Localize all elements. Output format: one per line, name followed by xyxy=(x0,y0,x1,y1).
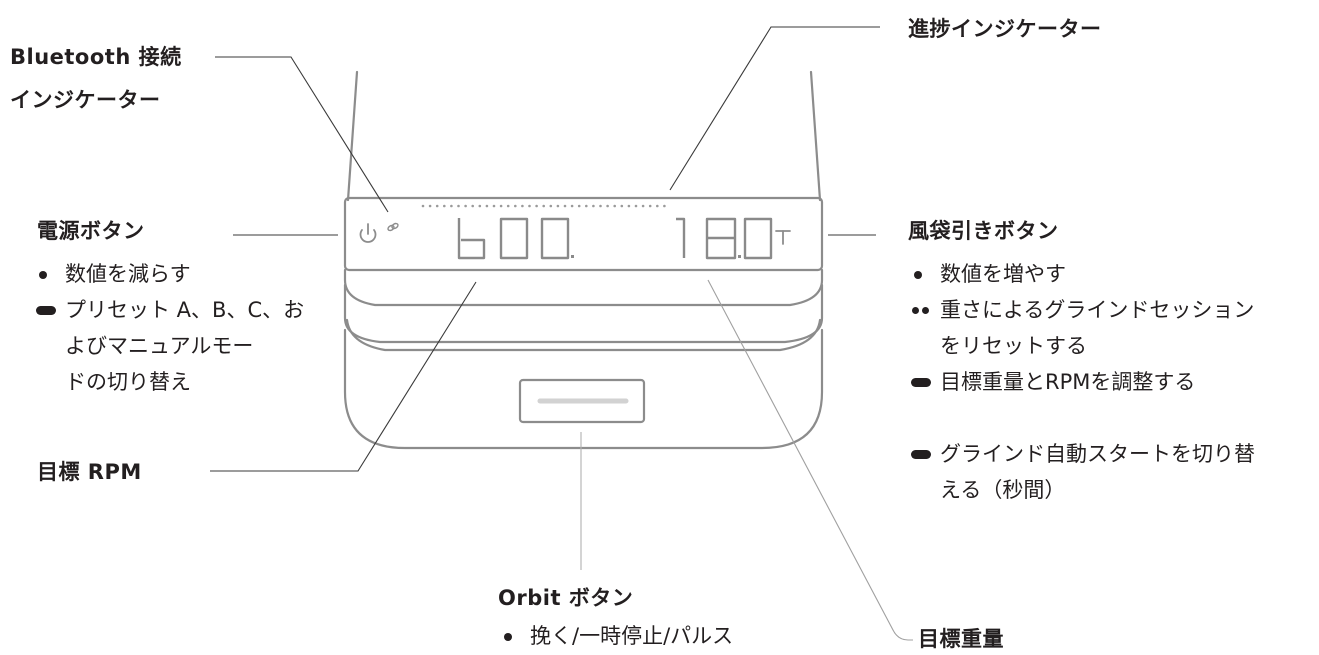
function-list-item: 数値を増やす xyxy=(910,256,1290,292)
rpm-readout xyxy=(457,217,574,260)
progress-dot xyxy=(634,204,638,208)
progress-dot xyxy=(627,204,631,208)
progress-dot xyxy=(641,204,645,208)
progress-dot xyxy=(485,204,489,208)
orbit-button-functions: 挽く/一時停止/パルス xyxy=(500,618,820,654)
function-text-line: をリセットする xyxy=(940,334,1087,358)
bluetooth-link-icon xyxy=(387,222,399,232)
progress-dot xyxy=(585,204,588,208)
hopper-right-edge xyxy=(809,70,822,202)
progress-dot xyxy=(464,204,467,208)
function-text-line: プリセット A、B、C、お xyxy=(65,298,305,322)
progress-dot xyxy=(549,204,553,208)
progress-dot xyxy=(521,204,524,208)
function-text-line: 目標重量とRPMを調整する xyxy=(940,370,1196,394)
orbit-button-label: Orbit ボタン xyxy=(498,586,634,610)
function-text-line: グラインド自動スタートを切り替 xyxy=(940,442,1255,466)
hopper-left-edge xyxy=(346,70,359,202)
function-text-line: よびマニュアルモー xyxy=(65,334,254,358)
progress-dot xyxy=(499,204,503,208)
weight-leader-line xyxy=(707,279,913,641)
target-weight-label: 目標重量 xyxy=(918,627,1004,651)
progress-dot xyxy=(592,204,595,208)
bluetooth-leader-line xyxy=(215,56,389,213)
bellows-button-label: 風袋引きボタン xyxy=(908,219,1059,243)
bellows-button-functions: 数値を増やす重さによるグラインドセッションをリセットする目標重量とRPMを調整す… xyxy=(910,256,1290,508)
progress-dot xyxy=(535,204,538,208)
progress-dot xyxy=(577,204,581,208)
progress-dot xyxy=(514,204,517,208)
progress-dot xyxy=(599,204,602,208)
progress-indicator-dots xyxy=(421,204,666,208)
progress-dot xyxy=(528,204,531,208)
weight-readout xyxy=(676,217,773,260)
progress-dot xyxy=(648,204,652,208)
progress-leader-line xyxy=(669,26,880,191)
progress-dot xyxy=(542,204,545,208)
progress-dot xyxy=(478,204,482,208)
function-text-line: 挽く/一時停止/パルス xyxy=(530,624,734,648)
progress-dot xyxy=(471,204,475,208)
function-list-item: グラインド自動スタートを切り替える（秒間） xyxy=(910,436,1290,508)
progress-indicator-label: 進捗インジケーター xyxy=(908,17,1102,41)
progress-dot xyxy=(570,204,574,208)
device-collar-inner xyxy=(345,318,822,352)
function-text-line: 数値を減らす xyxy=(65,262,191,286)
progress-dot xyxy=(620,204,624,208)
display-panel xyxy=(343,196,824,272)
function-list-item: プリセット A、B、C、およびマニュアルモードの切り替え xyxy=(35,292,305,400)
device-base xyxy=(343,328,824,450)
target-rpm-label: 目標 RPM xyxy=(37,460,142,484)
progress-dot xyxy=(435,204,439,208)
tare-t-icon xyxy=(775,230,791,245)
progress-dot xyxy=(556,204,560,208)
rpm-leader-line xyxy=(210,281,477,472)
bluetooth-label-line1: Bluetooth 接続 xyxy=(10,45,182,69)
progress-dot xyxy=(443,204,446,208)
device-upper-lip xyxy=(343,268,824,307)
function-text-line: ドの切り替え xyxy=(65,370,191,394)
function-text-line: 重さによるグラインドセッション xyxy=(940,298,1255,322)
device-collar xyxy=(343,283,824,344)
progress-dot xyxy=(421,204,425,208)
function-list-item: 数値を減らす xyxy=(35,256,305,292)
power-button-label: 電源ボタン xyxy=(37,219,145,243)
progress-dot xyxy=(450,204,453,208)
progress-dot xyxy=(563,204,567,208)
bluetooth-label-line2: インジケーター xyxy=(10,88,161,112)
orbit-button-frame xyxy=(518,378,646,424)
progress-dot xyxy=(506,204,510,208)
progress-dot xyxy=(613,204,616,208)
progress-dot xyxy=(428,204,432,208)
function-list-item: 重さによるグラインドセッションをリセットする xyxy=(910,292,1290,364)
progress-dot xyxy=(656,204,659,208)
power-button-functions: 数値を減らすプリセット A、B、C、およびマニュアルモードの切り替え xyxy=(35,256,305,400)
progress-dot xyxy=(492,204,496,208)
function-list-item: 挽く/一時停止/パルス xyxy=(500,618,820,654)
function-text-line: 数値を増やす xyxy=(940,262,1066,286)
progress-dot xyxy=(663,204,666,208)
power-icon xyxy=(359,229,377,243)
progress-dot xyxy=(606,204,609,208)
progress-dot xyxy=(457,204,460,208)
bluetooth-indicator-label: Bluetooth 接続 インジケーター xyxy=(10,42,182,115)
function-list-item: 目標重量とRPMを調整する xyxy=(910,364,1290,400)
function-text-line: える（秒間） xyxy=(940,478,1066,502)
